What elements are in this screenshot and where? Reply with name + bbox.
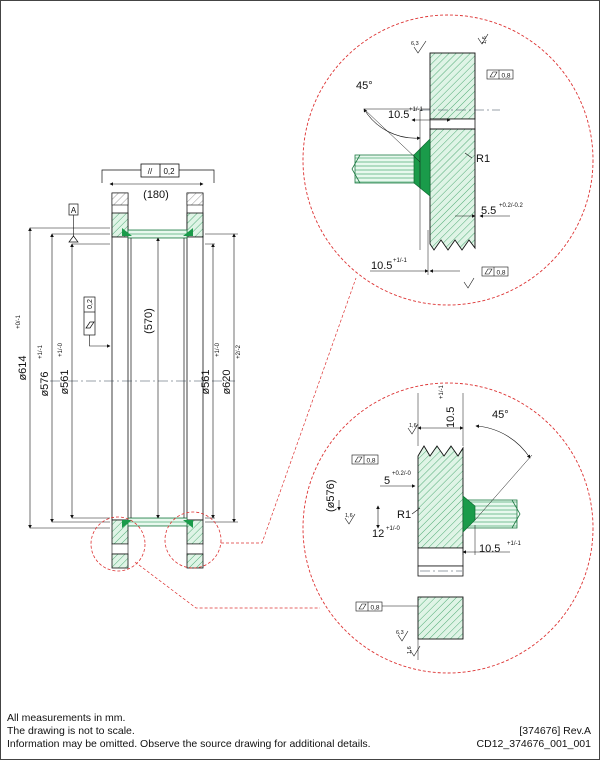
bottom-rough-2: 1,6	[345, 513, 353, 519]
top-dim-10-5-b: 10.5	[371, 260, 392, 272]
detail-bottom: 45° 10.5 +1/-1 (ø576) 5 +0.2/-0 R1 12 +1…	[302, 382, 594, 674]
dim-d620-tol: +2/-2	[236, 344, 242, 359]
bottom-dim-5: 5	[384, 475, 390, 487]
note-line-1: All measurements in mm.	[7, 712, 126, 724]
bottom-rough-1: 1,6	[409, 423, 417, 429]
parallelism-value: 0,2	[163, 167, 175, 176]
bottom-rough-3: 6,3	[396, 630, 404, 636]
left-ring	[111, 192, 129, 569]
bottom-angle-45: 45°	[492, 409, 509, 421]
top-dim-10-5-b-tol: +1/-1	[393, 258, 408, 264]
notes: All measurements in mm. The drawing is n…	[7, 712, 371, 751]
top-dim-5-5-tol: +0.2/-0.2	[499, 203, 524, 209]
note-line-3: Information may be omitted. Observe the …	[7, 738, 371, 750]
bottom-dim-10-5-a: 10.5	[445, 407, 457, 428]
bottom-dim-5-tol: +0.2/-0	[392, 471, 412, 477]
tube	[122, 228, 193, 528]
bottom-radius-r1: R1	[397, 509, 411, 521]
drawing-id: CD12_374676_001_001	[476, 738, 591, 750]
left-diameter-dims: ø614 +0/-1 ø576 +1/-1 ø561 +1/-0	[16, 227, 110, 529]
note-line-2: The drawing is not to scale.	[7, 725, 135, 737]
dim-d561-right-tol: +1/-0	[215, 342, 221, 357]
dim-d576: ø576	[39, 371, 51, 396]
bottom-rough-4: 1,6	[407, 646, 413, 654]
right-diameter-dims: ø620 +2/-2 ø561 +1/-0	[200, 233, 242, 523]
dim-d561-left: ø561	[59, 369, 71, 394]
datum-label: A	[71, 206, 77, 215]
detail-circle-right	[164, 511, 222, 569]
top-flat-value-2: 0,8	[496, 270, 505, 277]
top-dim-10-5-a: 10.5	[388, 109, 409, 121]
top-radius-r1: R1	[476, 153, 490, 165]
parallelism-frame: // 0,2	[101, 163, 215, 183]
flatness-frame-main: 0,2	[83, 296, 111, 348]
title-block: [374676] Rev.A CD12_374676_001_001	[477, 725, 591, 751]
top-flat-value-1: 0,8	[501, 73, 510, 80]
bottom-dim-576: (ø576)	[325, 480, 337, 512]
bottom-flat-value-2: 0,8	[370, 605, 379, 612]
dim-d620: ø620	[221, 369, 233, 394]
detail-circle-left	[90, 516, 146, 572]
bottom-dim-10-5-b: 10.5	[479, 543, 500, 555]
technical-drawing: // 0,2 (180) A	[16, 14, 594, 674]
top-rough-1: 6,3	[411, 41, 419, 47]
parallelism-symbol: //	[148, 167, 153, 176]
bottom-flat-value-1: 0,8	[366, 458, 375, 465]
main-view: // 0,2 (180) A	[16, 163, 357, 609]
dim-180: (180)	[143, 189, 169, 201]
bottom-dim-10-5-b-tol: +1/-1	[507, 541, 522, 547]
bottom-dim-10-5-a-tol: +1/-1	[439, 384, 445, 399]
top-dim-5-5: 5.5	[481, 205, 496, 217]
bottom-dim-12: 12	[372, 528, 384, 540]
right-ring	[186, 192, 204, 569]
flatness-value-main: 0,2	[87, 299, 94, 309]
dim-d614-tol: +0/-1	[16, 314, 22, 329]
top-angle-45: 45°	[356, 80, 373, 92]
bottom-dim-12-tol: +1/-0	[386, 526, 401, 532]
dim-d561-right: ø561	[200, 369, 212, 394]
dim-d561-left-tol: +1/-0	[58, 342, 64, 357]
detail-top: 45° 10.5 +1/-1 R1 5.5 +0.2/-0.2 10.5 +1/…	[302, 14, 594, 306]
dim-d614: ø614	[17, 355, 29, 380]
dim-570: (570)	[143, 308, 155, 334]
dim-d576-tol: +1/-1	[38, 344, 44, 359]
top-dim-10-5-a-tol: +1/-1	[409, 107, 424, 113]
revision-label: [374676] Rev.A	[519, 725, 591, 737]
top-rough-2: 1,6	[482, 36, 488, 44]
